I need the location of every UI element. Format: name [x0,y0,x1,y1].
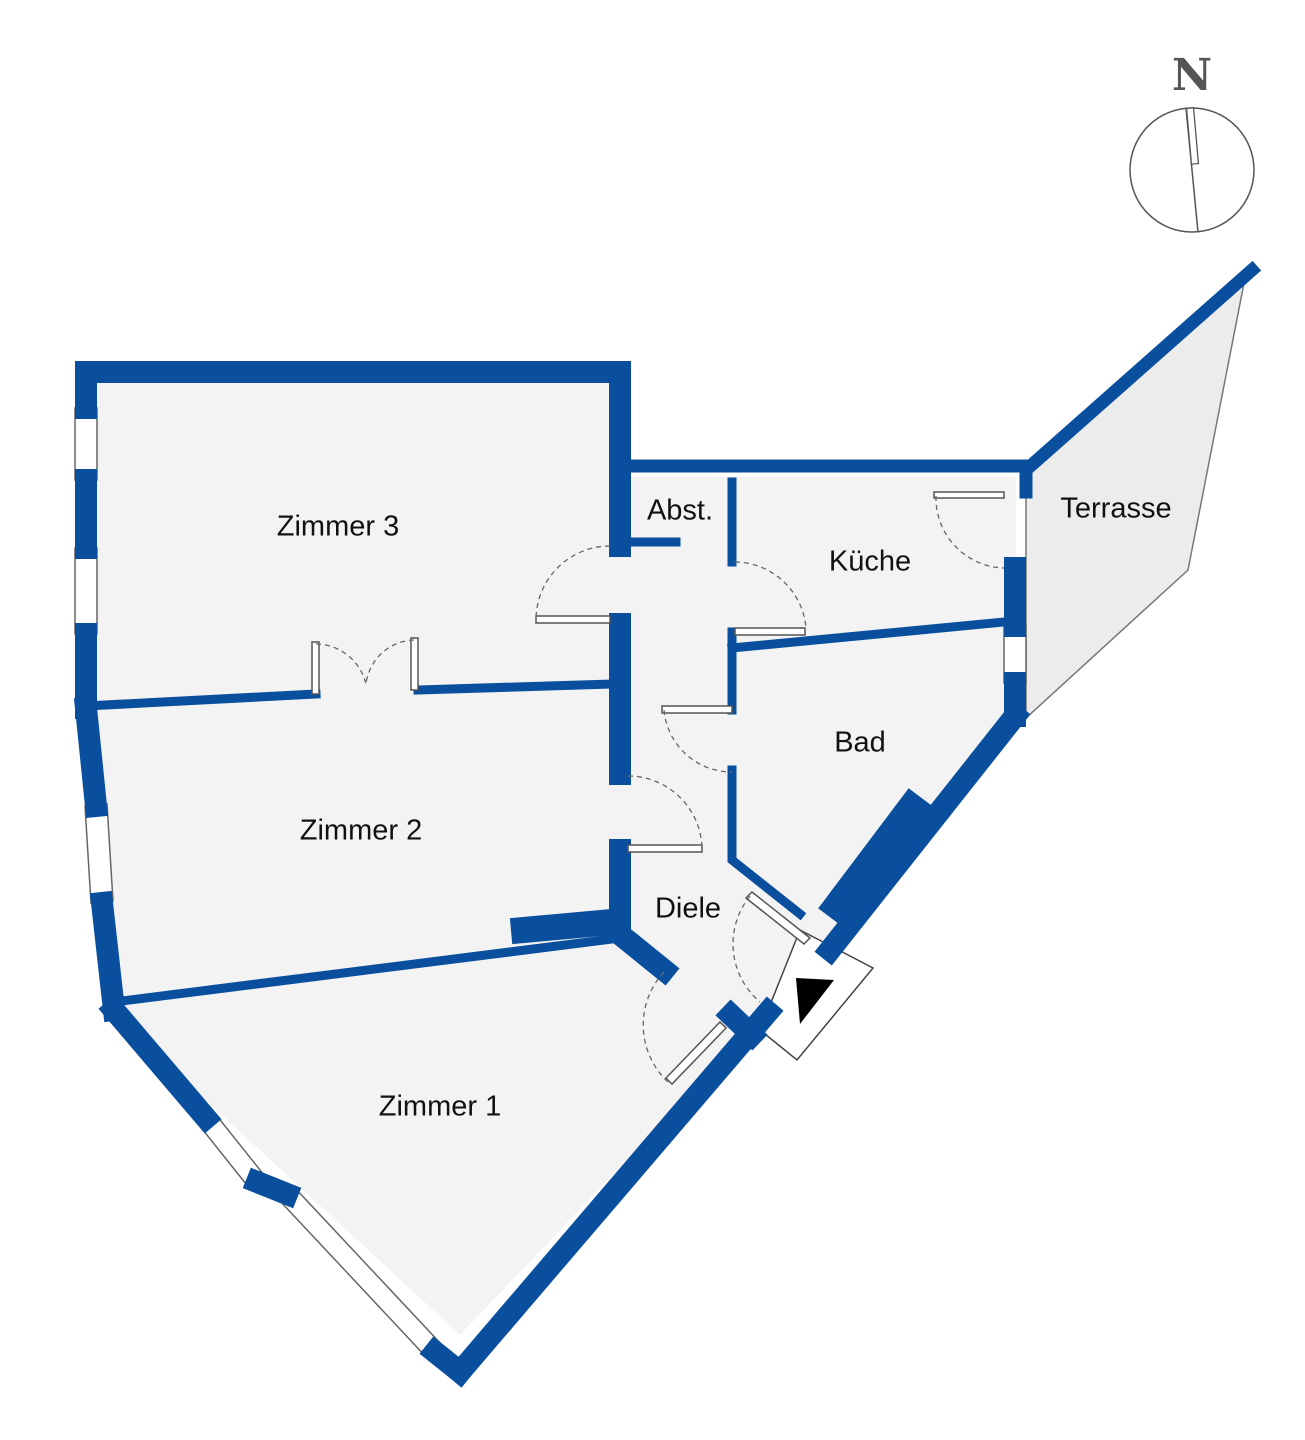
wall [444,996,784,1388]
floors [86,275,1247,1335]
wall [596,912,680,986]
room-label-zimmer-3: Zimmer 3 [277,511,399,543]
doors [311,491,1005,1086]
wall [89,890,127,1023]
door-swing [535,545,611,621]
door [535,615,611,624]
room-label-zimmer-2: Zimmer 2 [300,815,422,847]
wall [818,788,936,929]
door [664,1020,728,1086]
room-label-diele: Diele [655,893,721,925]
terrace-wall [1016,260,1262,480]
wall [413,679,617,695]
room-label-kueche: Küche [829,546,911,578]
door-swing [627,775,703,849]
room-label-terrasse: Terrasse [1060,493,1171,525]
door [627,844,703,853]
wall [509,907,627,945]
entrance-arrow-icon [796,978,834,1024]
wall [715,999,768,1051]
door [734,627,806,636]
room-label-zimmer-1: Zimmer 1 [379,1091,501,1123]
window [74,547,98,635]
room-labels: Zimmer 3 Abst. Küche Terrasse Bad Zimmer… [277,493,1172,1123]
wall [727,765,807,921]
door [933,491,1005,499]
apartment-floor [86,372,1016,1335]
room-label-bad: Bad [834,727,886,759]
door [410,637,419,691]
door [744,890,812,946]
door [661,705,733,714]
door-swing [663,709,733,773]
wall [108,932,626,1008]
walls [73,260,1262,1388]
door-swing [935,495,1005,569]
wall [73,695,109,819]
wall [98,994,222,1134]
room-label-abst: Abst. [647,495,713,527]
wall [242,1167,302,1209]
compass-icon: N [1129,50,1255,233]
wall [727,617,1009,653]
compass-label: N [1172,50,1212,101]
wall [81,689,321,711]
door-swing [734,561,807,629]
wall [75,361,631,557]
door [311,641,320,695]
wall [814,700,1031,966]
door-swing [732,895,761,1003]
